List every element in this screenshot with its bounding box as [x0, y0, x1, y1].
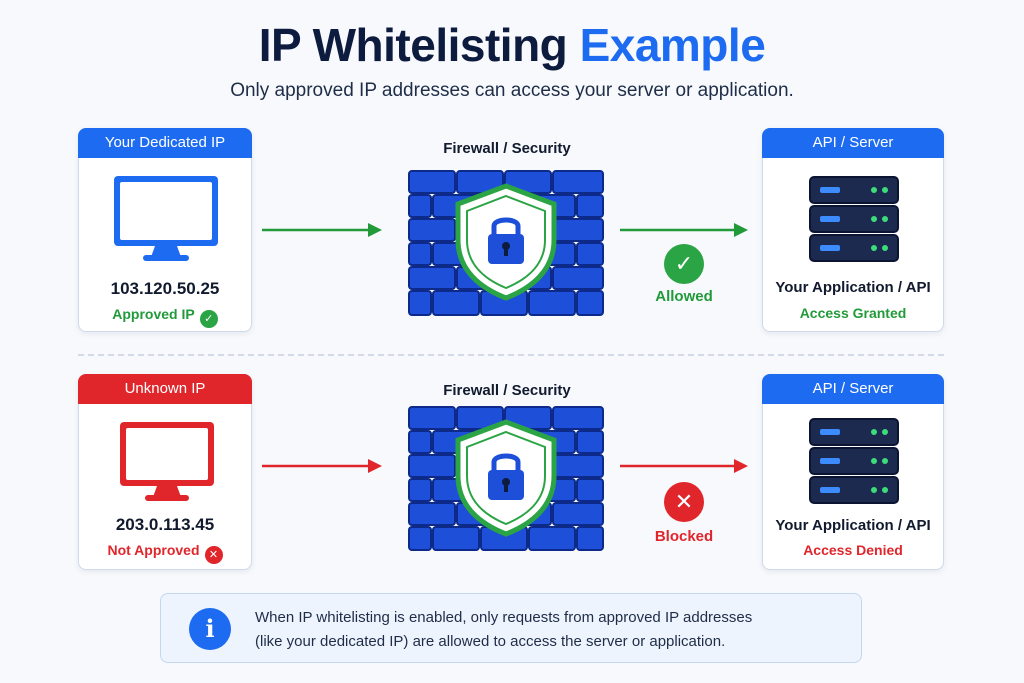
source-card-unknown: Unknown IP 203.0.113.45 Not Approved✕ [78, 374, 252, 570]
section-divider [78, 354, 944, 356]
firewall-label-2: Firewall / Security [443, 382, 571, 399]
status-not-approved: Not Approved✕ [79, 542, 251, 564]
title-main: IP Whitelisting [258, 19, 568, 71]
status-label: Approved IP [112, 306, 195, 322]
x-icon: ✕ [204, 546, 223, 564]
info-box: i When IP whitelisting is enabled, only … [160, 593, 862, 663]
firewall-icon [408, 406, 604, 551]
info-line-1: When IP whitelisting is enabled, only re… [255, 609, 753, 626]
page-title: IP Whitelisting Example [0, 18, 1024, 72]
status-approved: Approved IP✓ [79, 306, 251, 328]
server-card-granted: API / Server Your Application / API Acce… [762, 128, 944, 332]
arrow-green-1 [262, 223, 382, 237]
monitor-icon [114, 176, 218, 261]
server-icon [809, 418, 899, 504]
check-circle-icon: ✓ [664, 244, 704, 284]
app-label-1: Your Application / API [775, 279, 931, 296]
result-blocked: Blocked [654, 528, 714, 545]
firewall-icon [408, 170, 604, 316]
info-line-2: (like your dedicated IP) are allowed to … [255, 633, 726, 650]
result-allowed: Allowed [655, 288, 713, 305]
access-denied: Access Denied [803, 542, 903, 558]
info-icon: i [189, 608, 231, 650]
title-accent: Example [579, 19, 766, 71]
arrow-red-1 [262, 459, 382, 473]
firewall-label-1: Firewall / Security [443, 140, 571, 157]
source-ip-approved: 103.120.50.25 [110, 279, 220, 298]
server-tab-2: API / Server [762, 374, 944, 404]
source-card-approved: Your Dedicated IP 103.120.50.25 Approved… [78, 128, 252, 332]
source-tab-unknown: Unknown IP [78, 374, 252, 404]
server-card-denied: API / Server Your Application / API Acce… [762, 374, 944, 570]
monitor-icon [120, 422, 214, 501]
access-granted: Access Granted [799, 305, 907, 321]
source-ip-unknown: 203.0.113.45 [115, 515, 215, 534]
x-circle-icon: ✕ [664, 482, 704, 522]
server-tab-1: API / Server [762, 128, 944, 158]
info-text: When IP whitelisting is enabled, only re… [255, 606, 845, 654]
app-label-2: Your Application / API [775, 517, 931, 534]
status-label: Not Approved [107, 542, 200, 558]
source-tab-approved: Your Dedicated IP [78, 128, 252, 158]
arrow-red-2 [620, 459, 748, 473]
check-icon: ✓ [199, 310, 218, 328]
server-icon [809, 176, 899, 262]
arrow-green-2 [620, 223, 748, 237]
page-subtitle: Only approved IP addresses can access yo… [230, 80, 794, 101]
